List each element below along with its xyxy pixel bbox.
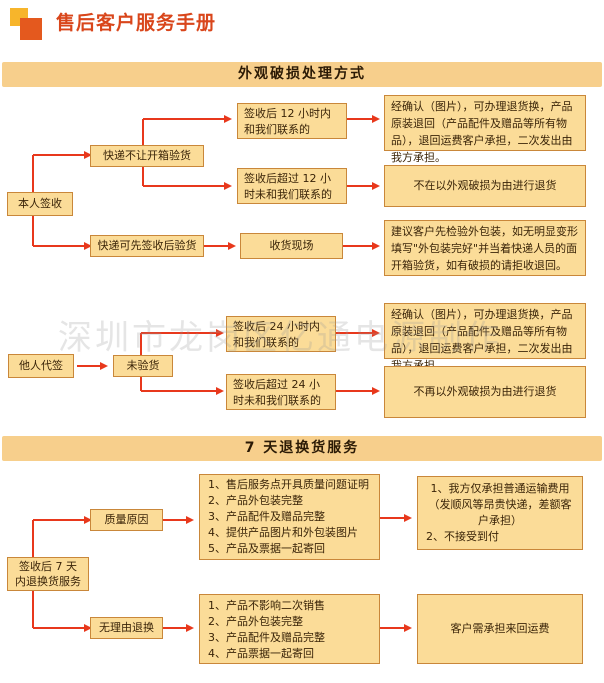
- node-receive-site: 收货现场: [240, 233, 343, 259]
- list-item: 2、不接受到付: [426, 530, 499, 543]
- node-within-24h: 签收后 24 小时内和我们联系的: [226, 316, 336, 352]
- list-item: 4、提供产品图片和外包装图片: [208, 526, 358, 539]
- list-item: 1、我方仅承担普通运输费用: [430, 482, 570, 495]
- section-title-returns: 7 天退换货服务: [2, 436, 602, 461]
- list-item: 4、产品票据一起寄回: [208, 647, 314, 660]
- node-quality-reason: 质量原因: [90, 509, 163, 531]
- list-item: 2、产品外包装完整: [208, 615, 303, 628]
- node-result-no-return-2: 不再以外观破损为由进行退货: [384, 366, 586, 418]
- node-self-sign: 本人签收: [7, 192, 73, 216]
- page-title: 售后客户服务手册: [56, 12, 217, 34]
- node-noreason-result: 客户需承担来回运费: [417, 594, 583, 664]
- node-inspect-first: 快递可先签收后验货: [90, 235, 204, 257]
- node-7day-root: 签收后 7 天内退换货服务: [7, 557, 89, 591]
- node-result-no-return: 不在以外观破损为由进行退货: [384, 165, 586, 207]
- node-proxy-sign: 他人代签: [8, 354, 74, 378]
- node-over-24h: 签收后超过 24 小时未和我们联系的: [226, 374, 336, 410]
- node-quality-result: 1、我方仅承担普通运输费用 （发顺风等昂贵快递，差额客户承担） 2、不接受到付: [417, 476, 583, 550]
- list-item: 1、售后服务点开具质量问题证明: [208, 478, 369, 491]
- node-result-check-package: 建议客户先检验外包装，如无明显变形填写"外包装完好"并当着快递人员的面开箱验货，…: [384, 220, 586, 276]
- list-item: 1、产品不影响二次销售: [208, 599, 325, 612]
- logo-square-orange: [20, 18, 42, 40]
- node-no-reason: 无理由退换: [90, 617, 163, 639]
- node-within-12h: 签收后 12 小时内和我们联系的: [237, 103, 347, 139]
- list-item: 2、产品外包装完整: [208, 494, 303, 507]
- node-not-inspected: 未验货: [113, 355, 173, 377]
- list-item: 5、产品及票据一起寄回: [208, 542, 325, 555]
- list-item: 3、产品配件及赠品完整: [208, 510, 325, 523]
- section-title-damage: 外观破损处理方式: [2, 62, 602, 87]
- node-result-refund: 经确认（图片），可办理退货换，产品原装退回（产品配件及赠品等所有物品），退回运费…: [384, 95, 586, 164]
- node-noreason-requirements: 1、产品不影响二次销售 2、产品外包装完整 3、产品配件及赠品完整 4、产品票据…: [199, 594, 380, 664]
- node-over-12h: 签收后超过 12 小时未和我们联系的: [237, 168, 347, 204]
- list-item: 3、产品配件及赠品完整: [208, 631, 325, 644]
- node-no-inspect: 快递不让开箱验货: [90, 145, 204, 167]
- watermark: 深圳市龙岗区亿通电源制作: [58, 318, 502, 358]
- list-item: （发顺风等昂贵快递，差额客户承担）: [428, 498, 572, 527]
- node-quality-requirements: 1、售后服务点开具质量问题证明 2、产品外包装完整 3、产品配件及赠品完整 4、…: [199, 474, 380, 560]
